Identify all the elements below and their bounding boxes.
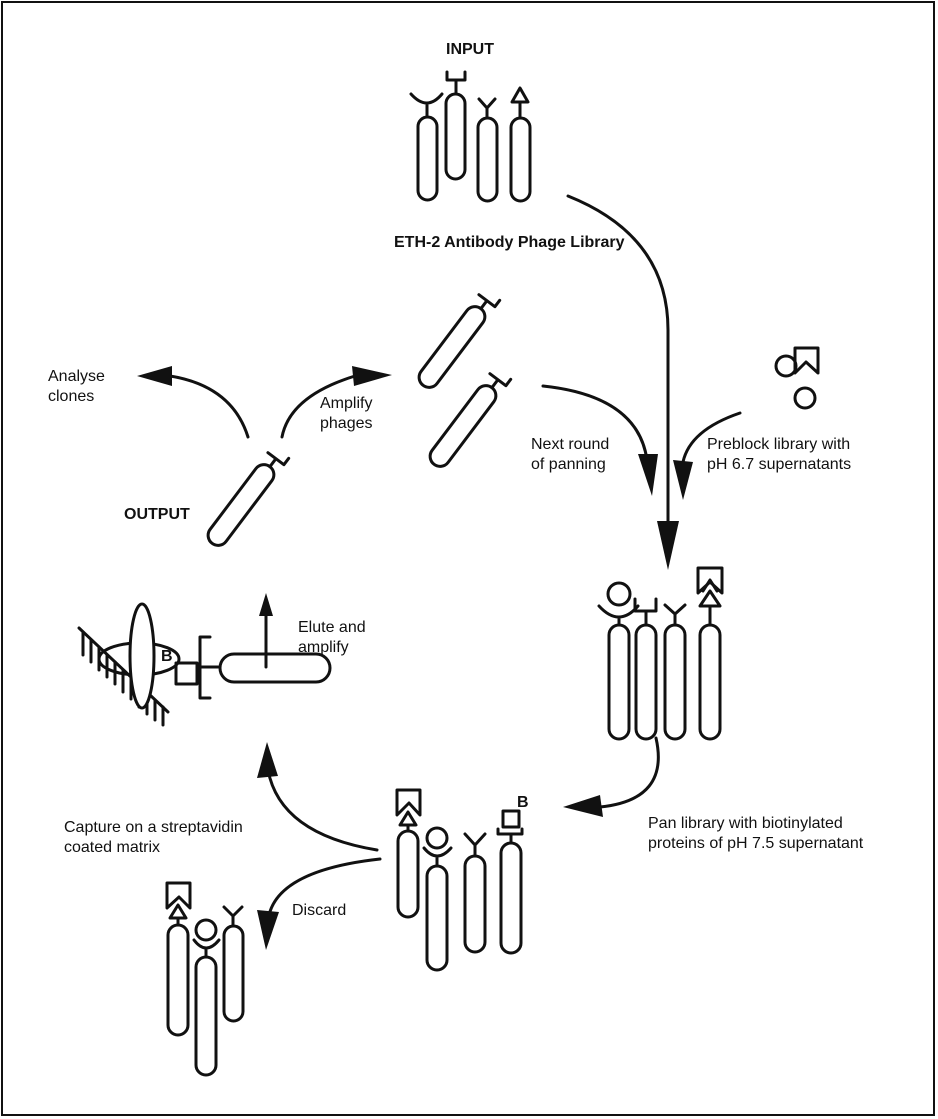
flow-arrows bbox=[137, 194, 742, 950]
amplify-phages-label: Amplify phages bbox=[320, 395, 373, 432]
discarded-phages bbox=[165, 881, 245, 1077]
input-label: INPUT bbox=[446, 41, 494, 58]
next-round-label: Next round of panning bbox=[531, 436, 610, 473]
antigen-bound-phages bbox=[597, 566, 724, 741]
output-phage bbox=[206, 451, 291, 547]
biotin-marker-matrix: B bbox=[161, 648, 173, 665]
capture-label: Capture on a streptavidin coated matrix bbox=[64, 819, 243, 856]
library-label: ETH-2 Antibody Phage Library bbox=[394, 234, 625, 251]
analyse-clones-label: Analyse clones bbox=[48, 368, 105, 405]
output-label: OUTPUT bbox=[124, 506, 190, 523]
input-phage-library bbox=[409, 70, 532, 203]
panned-phage-mixture bbox=[395, 788, 524, 972]
pan-library-label: Pan library with biotinylated proteins o… bbox=[648, 815, 864, 852]
amplified-phages bbox=[417, 293, 513, 468]
preblock-label: Preblock library with pH 6.7 supernatant… bbox=[707, 436, 852, 473]
discard-label: Discard bbox=[292, 902, 347, 919]
biotin-marker-mixture: B bbox=[517, 794, 529, 811]
streptavidin-matrix bbox=[77, 602, 332, 727]
preblock-antigens bbox=[774, 346, 820, 410]
elute-label: Elute and amplify bbox=[298, 619, 366, 656]
